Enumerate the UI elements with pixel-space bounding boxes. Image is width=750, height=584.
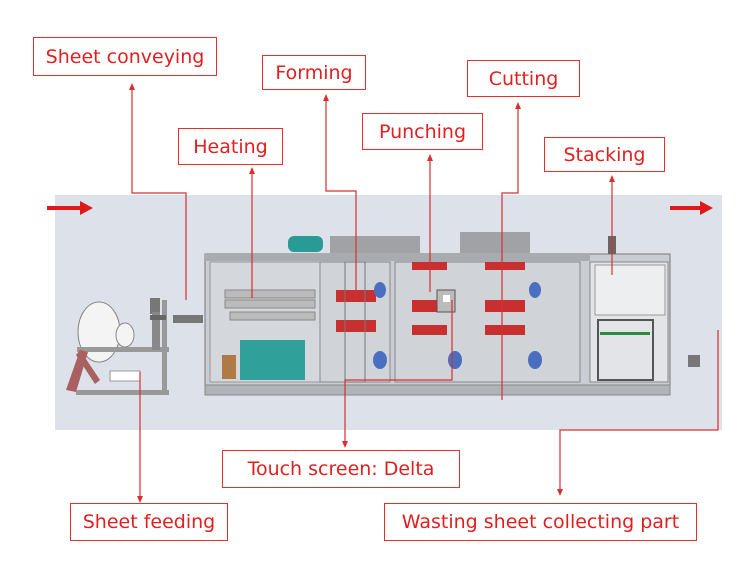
thermoforming-machine xyxy=(173,232,700,396)
inflow-arrow xyxy=(47,201,93,215)
sheet-feeder xyxy=(66,298,169,395)
label-heating: Heating xyxy=(178,128,283,165)
label-sheet-feeding: Sheet feeding xyxy=(70,503,228,541)
label-wasting-sheet: Wasting sheet collecting part xyxy=(384,503,697,541)
label-punching: Punching xyxy=(362,113,483,150)
label-stacking: Stacking xyxy=(544,137,665,172)
cutting-station xyxy=(485,262,542,369)
leader-lines xyxy=(131,86,719,500)
label-sheet-conveying: Sheet conveying xyxy=(33,37,217,76)
label-forming: Forming xyxy=(262,55,366,90)
label-touch-screen: Touch screen: Delta xyxy=(222,450,460,488)
label-cutting: Cutting xyxy=(467,60,580,97)
outflow-arrow xyxy=(670,201,713,215)
